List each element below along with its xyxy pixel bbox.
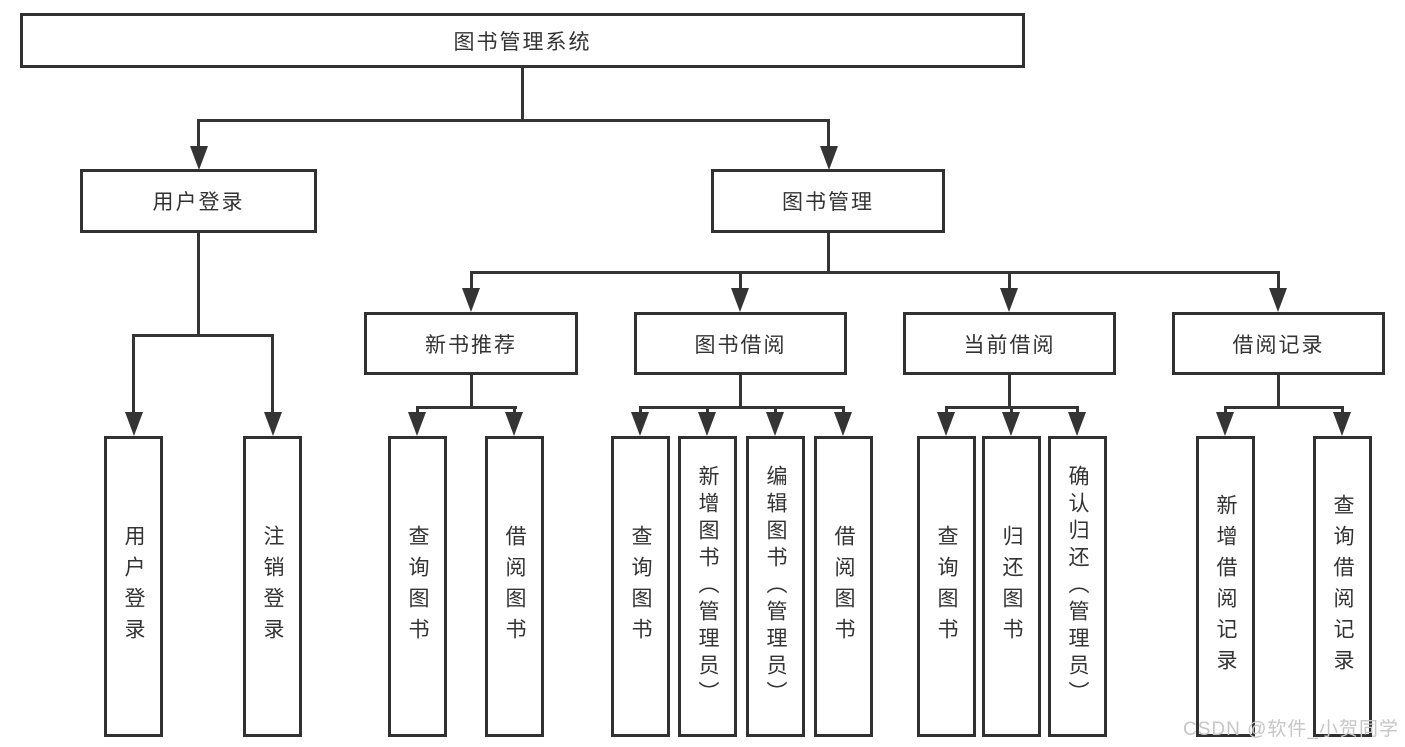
connector-vline (271, 334, 274, 416)
leaf-edit-book-admin: 编辑图书（管理员） (746, 436, 805, 737)
arrowhead-down-icon (937, 412, 955, 436)
node-book-borrow: 图书借阅 (634, 312, 847, 375)
arrowhead-down-icon (408, 412, 426, 436)
arrowhead-down-icon (820, 146, 838, 170)
connector-vline (416, 406, 419, 416)
leaf-add-borrow-record: 新增借阅记录 (1196, 436, 1255, 737)
node-root-label: 图书管理系统 (453, 30, 592, 54)
connector-vline (739, 271, 742, 292)
leaf-confirm-return-admin: 确认归还（管理员） (1048, 436, 1107, 737)
connector-vline (639, 406, 642, 416)
connector-vline (842, 406, 845, 416)
connector-vline (132, 334, 135, 416)
connector-vline (739, 375, 742, 408)
node-borrow-record: 借阅记录 (1172, 312, 1385, 375)
arrowhead-down-icon (505, 412, 523, 436)
connector-hline (416, 406, 517, 409)
arrowhead-down-icon (1269, 288, 1287, 312)
leaf-return-book: 归还图书 (982, 436, 1041, 737)
leaf-borrow-book-borrow-label: 借阅图书 (832, 524, 855, 649)
connector-vline (521, 66, 524, 121)
arrowhead-down-icon (698, 412, 716, 436)
csdn-watermark: CSDN @软件_小贺同学 (1183, 719, 1399, 740)
leaf-add-book-admin-label: 新增图书（管理员） (696, 465, 719, 708)
connector-vline (1277, 375, 1280, 408)
leaf-query-book-current-label: 查询图书 (935, 524, 958, 649)
leaf-query-book-borrow-label: 查询图书 (629, 524, 652, 649)
node-root-system: 图书管理系统 (20, 13, 1025, 68)
arrowhead-down-icon (190, 146, 208, 170)
connector-vline (1010, 406, 1013, 416)
leaf-borrow-book-borrow: 借阅图书 (814, 436, 873, 737)
connector-vline (1341, 406, 1344, 416)
connector-vline (1008, 375, 1011, 408)
node-user-login: 用户登录 (80, 169, 317, 233)
node-current-borrow: 当前借阅 (903, 312, 1116, 375)
connector-vline (1076, 406, 1079, 416)
arrowhead-down-icon (834, 412, 852, 436)
node-new-book-rec-label: 新书推荐 (425, 333, 517, 357)
leaf-query-book-rec-label: 查询图书 (406, 524, 429, 649)
leaf-borrow-book-rec-label: 借阅图书 (503, 524, 526, 649)
node-book-mgmt: 图书管理 (711, 169, 945, 233)
leaf-borrow-book-rec: 借阅图书 (485, 436, 544, 737)
node-borrow-record-label: 借阅记录 (1232, 333, 1325, 357)
arrowhead-down-icon (462, 288, 480, 312)
node-current-borrow-label: 当前借阅 (963, 333, 1056, 357)
leaf-query-book-rec: 查询图书 (388, 436, 447, 737)
connector-vline (706, 406, 709, 416)
connector-hline (639, 406, 845, 409)
connector-vline (470, 271, 473, 292)
leaf-query-borrow-record-label: 查询借阅记录 (1331, 493, 1354, 680)
leaf-add-book-admin: 新增图书（管理员） (678, 436, 737, 737)
leaf-query-book-borrow: 查询图书 (611, 436, 670, 737)
connector-vline (1277, 271, 1280, 292)
leaf-logout-label: 注销登录 (261, 524, 284, 649)
arrowhead-down-icon (264, 412, 282, 436)
arrowhead-down-icon (1333, 412, 1351, 436)
arrowhead-down-icon (731, 288, 749, 312)
node-book-mgmt-label: 图书管理 (782, 191, 874, 214)
connector-vline (470, 375, 473, 408)
node-new-book-rec: 新书推荐 (364, 312, 578, 375)
arrowhead-down-icon (766, 412, 784, 436)
node-book-borrow-label: 图书借阅 (694, 333, 787, 357)
leaf-edit-book-admin-label: 编辑图书（管理员） (764, 465, 787, 708)
arrowhead-down-icon (1000, 288, 1018, 312)
leaf-user-login-label: 用户登录 (122, 524, 145, 649)
arrowhead-down-icon (1002, 412, 1020, 436)
connector-vline (827, 233, 830, 274)
leaf-add-borrow-record-label: 新增借阅记录 (1214, 493, 1237, 680)
connector-vline (827, 119, 830, 150)
connector-vline (774, 406, 777, 416)
connector-hline (1224, 406, 1344, 409)
connector-vline (197, 119, 200, 150)
arrowhead-down-icon (1068, 412, 1086, 436)
connector-hline (197, 119, 830, 122)
leaf-logout: 注销登录 (243, 436, 302, 737)
leaf-query-book-current: 查询图书 (917, 436, 976, 737)
leaf-query-borrow-record: 查询借阅记录 (1313, 436, 1372, 737)
connector-vline (945, 406, 948, 416)
arrowhead-down-icon (631, 412, 649, 436)
connector-vline (513, 406, 516, 416)
leaf-confirm-return-admin-label: 确认归还（管理员） (1066, 465, 1089, 708)
arrowhead-down-icon (1216, 412, 1234, 436)
node-user-login-label: 用户登录 (152, 191, 245, 214)
leaf-return-book-label: 归还图书 (1000, 524, 1023, 649)
connector-vline (1224, 406, 1227, 416)
connector-hline (470, 271, 1280, 274)
connector-hline (132, 334, 274, 337)
arrowhead-down-icon (125, 412, 143, 436)
leaf-user-login: 用户登录 (104, 436, 163, 737)
connector-vline (1008, 271, 1011, 292)
connector-vline (197, 233, 200, 337)
